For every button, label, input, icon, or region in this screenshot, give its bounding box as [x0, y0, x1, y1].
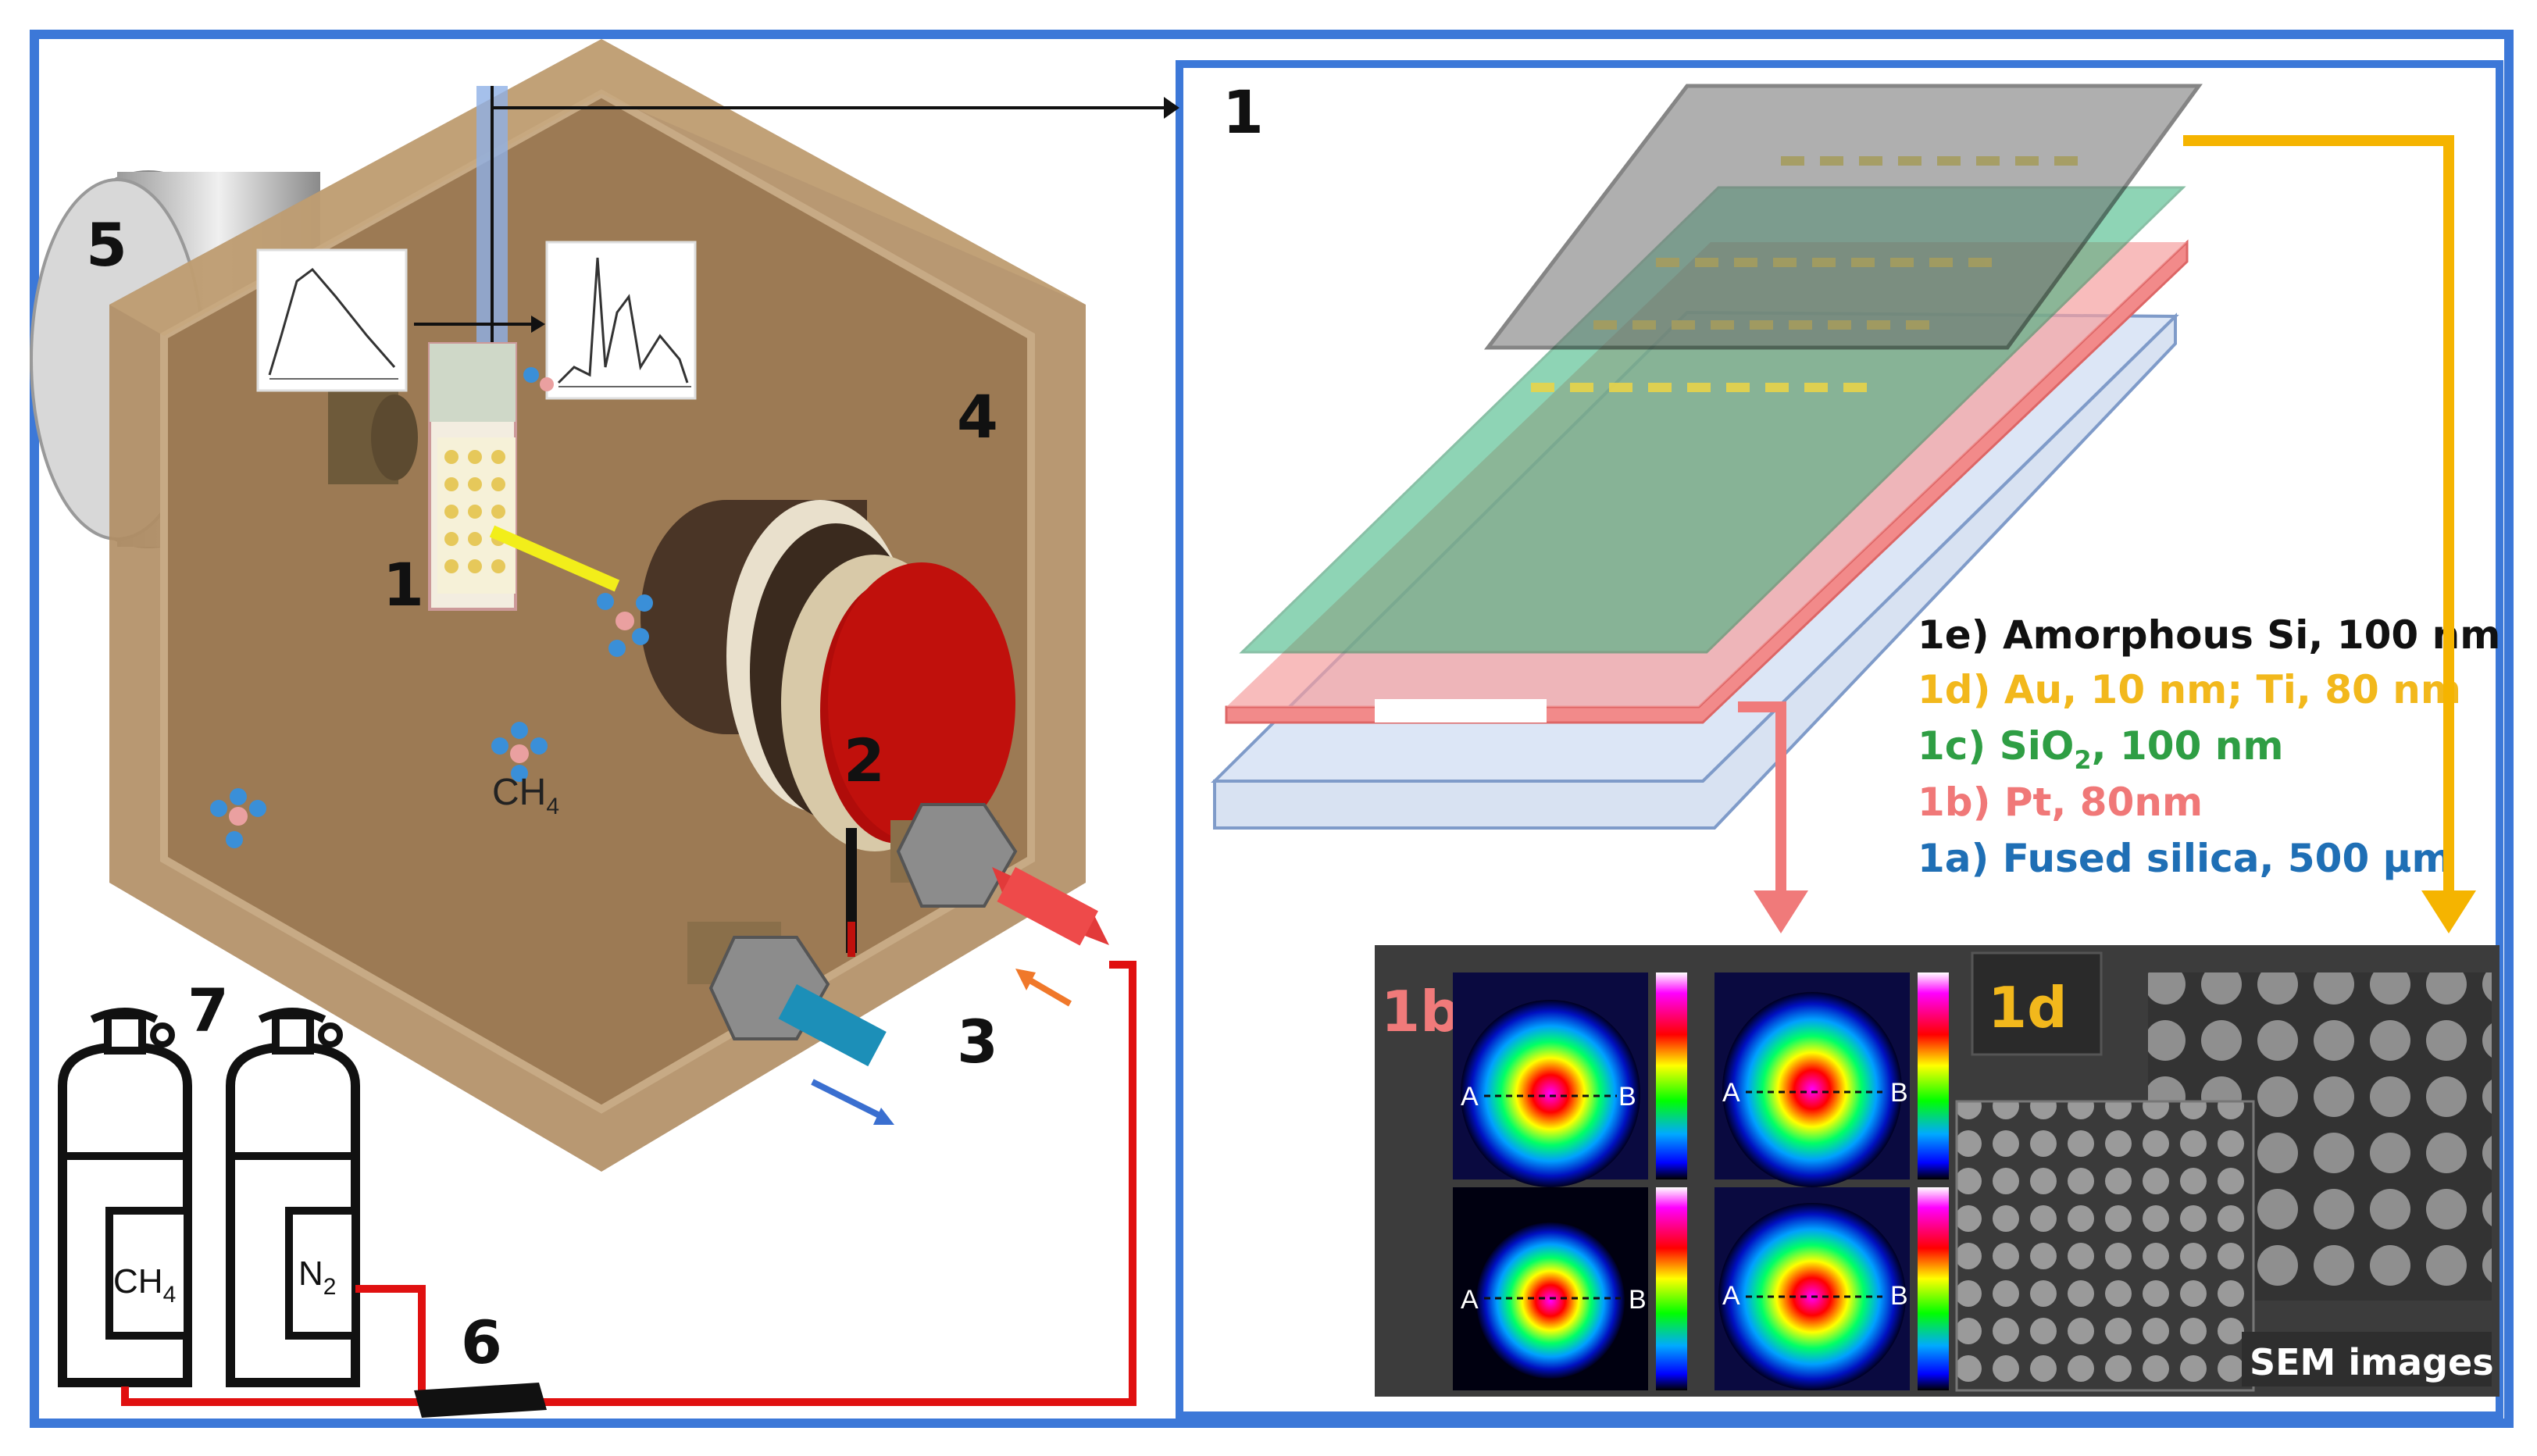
thermal-map: A B [1453, 1187, 1687, 1390]
callout-detail-1: 1 [1222, 77, 1264, 147]
gas-bottle-n2: N2 [226, 1008, 360, 1387]
gas-inlet-port [890, 803, 1109, 946]
thermal-map: A B [1453, 972, 1687, 1187]
legend-1d: 1d) Au, 10 nm; Ti, 80 nm [1918, 667, 2461, 712]
methane-molecule-icon [597, 593, 653, 657]
callout-7: 7 [187, 976, 229, 1045]
sem-caption: SEM images [2250, 1341, 2494, 1383]
callout-4: 4 [957, 382, 998, 451]
callout-5: 5 [86, 210, 127, 280]
legend-1a: 1a) Fused silica, 500 µm [1918, 836, 2453, 881]
sensor-surface-molecule-icon [523, 367, 554, 391]
svg-text:A: A [1722, 1078, 1740, 1108]
svg-text:CH4: CH4 [113, 1262, 176, 1308]
svg-text:A: A [1722, 1281, 1740, 1311]
sem-panel-label: 1d [1988, 975, 2068, 1040]
legend-1b: 1b) Pt, 80nm [1918, 780, 2203, 825]
sem-panel-label-box [1971, 951, 2103, 1056]
outlet-flow-arrow [811, 1079, 884, 1120]
flow-controller [414, 1383, 547, 1418]
outer-frame [30, 30, 2514, 1428]
gold-to-sem-arrow [2183, 135, 2454, 890]
methane-molecule-icon [210, 788, 266, 848]
thermal-panel-label: 1b [1381, 979, 1461, 1044]
emission-spectrum-inset [545, 241, 697, 400]
gas-outlet-port [687, 922, 887, 1067]
svg-text:A: A [1461, 1082, 1479, 1112]
svg-text:B: B [1618, 1082, 1636, 1112]
layer-amorphous-si [1483, 84, 2203, 350]
thermal-map: A B [1715, 972, 1949, 1187]
callout-6: 6 [461, 1308, 502, 1377]
svg-text:A: A [1461, 1285, 1479, 1315]
layer-stack [1211, 84, 2203, 830]
methane-label: CH4 [492, 772, 559, 819]
cell-top-face [109, 39, 1086, 336]
legend-1c: 1c) SiO2, 100 nm [1918, 723, 2283, 775]
gas-line [355, 1285, 426, 1398]
sensor-chip [428, 342, 517, 611]
sem-image-small [1955, 1100, 2255, 1392]
gas-line [121, 961, 1136, 1406]
svg-text:B: B [1629, 1285, 1647, 1315]
svg-text:N2: N2 [298, 1254, 336, 1300]
platinum-gap [1375, 699, 1547, 723]
sem-caption-bg [2242, 1332, 2492, 1386]
legend-1e: 1e) Amorphous Si, 100 nm [1918, 612, 2500, 658]
gas-cell: CH4 [30, 39, 1179, 1172]
svg-text:B: B [1890, 1281, 1908, 1311]
callout-1: 1 [383, 550, 424, 619]
platinum-to-thermal-arrow [1738, 701, 1786, 890]
laser-beam [489, 525, 620, 592]
gas-bottle-ch4: CH4 [58, 1008, 192, 1387]
heater-assembly [640, 500, 1015, 851]
layer-legend: 1e) Amorphous Si, 100 nm 1d) Au, 10 nm; … [1918, 612, 2500, 881]
absorption-spectrum-inset [256, 248, 408, 392]
thermal-map: A B [1715, 1187, 1949, 1390]
detail-panel-frame [1176, 60, 2503, 1419]
callout-2: 2 [844, 726, 885, 795]
callout-3: 3 [957, 1007, 998, 1076]
svg-text:B: B [1890, 1078, 1908, 1108]
heater-face [828, 562, 1015, 844]
methane-molecule-icon [491, 722, 548, 782]
